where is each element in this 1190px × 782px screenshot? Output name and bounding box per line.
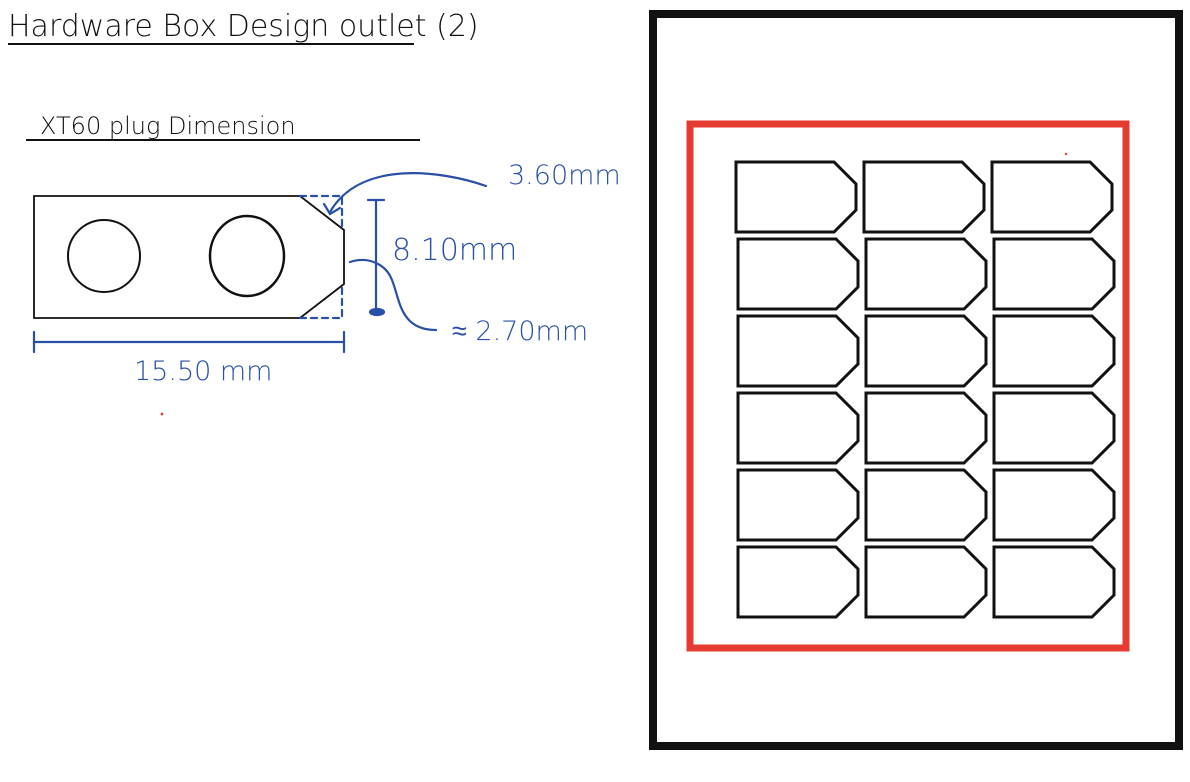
outlet-slot <box>736 545 860 619</box>
outlet-slot <box>736 314 860 388</box>
outlet-slot <box>864 314 988 388</box>
panel-outline <box>686 120 1130 652</box>
outlet-slot <box>992 237 1116 311</box>
outlet-slot <box>736 237 860 311</box>
page-title: Hardware Box Design outlet (2) <box>8 9 479 44</box>
plug-outline <box>33 195 345 319</box>
outlet-slot <box>864 237 988 311</box>
chamfer-label: 3.60mm <box>508 160 621 191</box>
outlet-slot <box>864 468 988 542</box>
outlet-slot <box>992 391 1116 465</box>
outlet-slot <box>992 545 1116 619</box>
outlet-slot <box>992 468 1116 542</box>
outlet-slot <box>736 468 860 542</box>
outlet-slot <box>736 391 860 465</box>
height-label: 8.10mm <box>392 233 517 268</box>
outlet-slot <box>864 391 988 465</box>
plug-pin-right <box>208 214 286 298</box>
outlet-grid <box>734 160 1116 619</box>
outlet-slot <box>992 314 1116 388</box>
section-heading: XT60 plug Dimension <box>40 112 296 140</box>
length-label: 15.50 mm <box>134 356 272 387</box>
stray-dot <box>1064 152 1068 156</box>
outlet-slot <box>990 160 1114 234</box>
outlet-slot <box>734 160 858 234</box>
outlet-slot <box>864 545 988 619</box>
box-outline <box>649 10 1183 750</box>
plug-pin-left <box>67 219 141 293</box>
stray-dot <box>160 412 164 416</box>
outlet-slot <box>862 160 986 234</box>
tip-label: ≈ 2.70mm <box>452 316 588 347</box>
dimension-annotations <box>32 172 488 354</box>
